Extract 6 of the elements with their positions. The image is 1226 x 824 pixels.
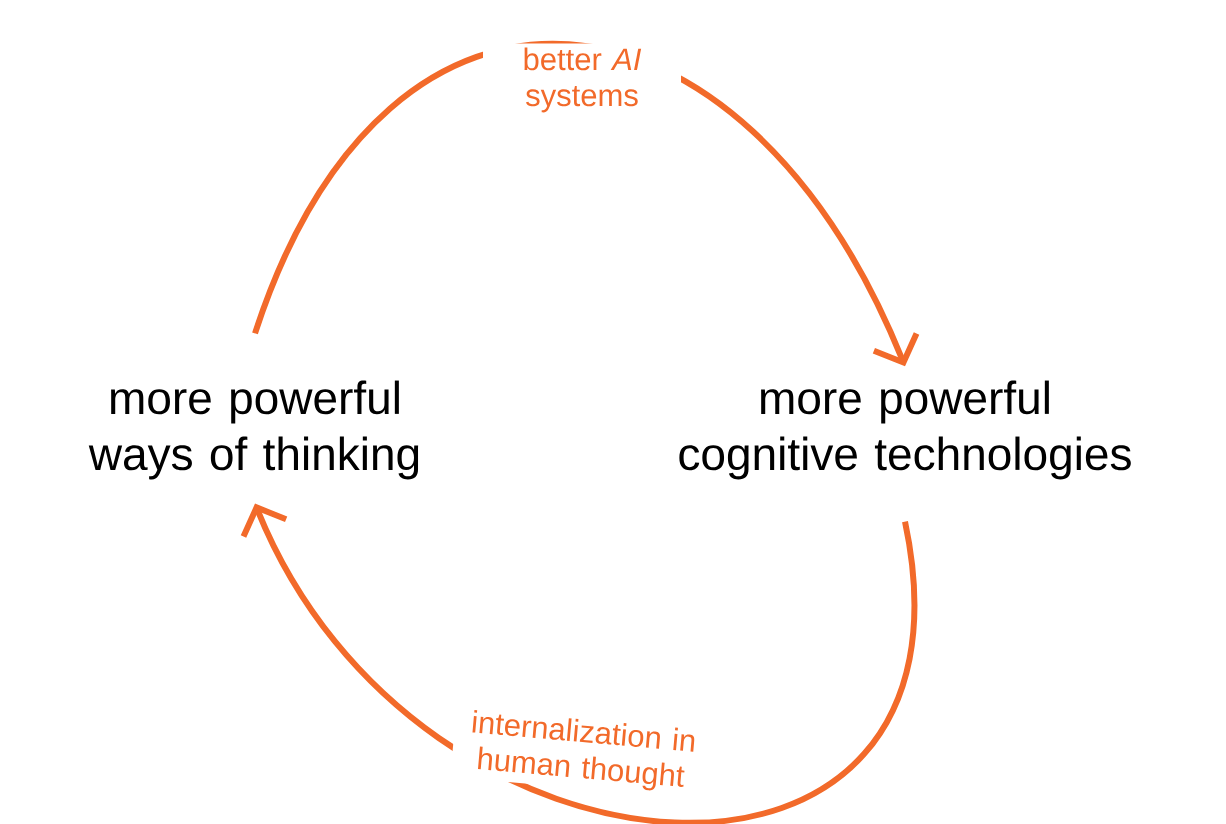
curved-arrow <box>240 503 917 824</box>
edge-label: internalization in human thought <box>450 704 714 800</box>
concept-text: more powerful cognitive technologies <box>679 380 1131 480</box>
edge-label: better AI systems <box>483 43 681 117</box>
concept-text: more powerful ways of thinking <box>88 380 419 480</box>
curved-arrow <box>252 41 920 367</box>
